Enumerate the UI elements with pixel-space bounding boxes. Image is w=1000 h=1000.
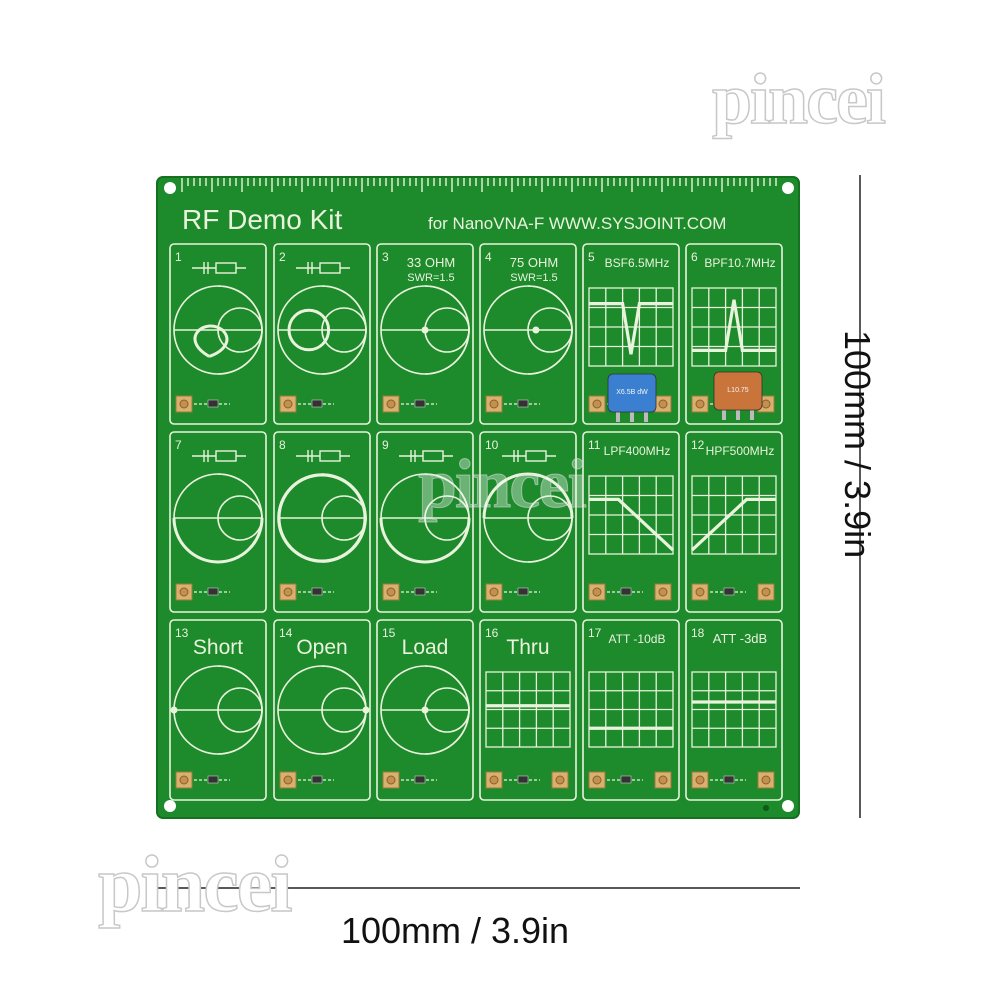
- cell-number: 12: [691, 438, 705, 452]
- mount-hole-bl: [164, 800, 176, 812]
- ceramic-filter-blue: X6.5B dW: [607, 373, 657, 422]
- cell-sublabel: SWR=1.5: [407, 272, 454, 284]
- cell-label: 75 OHM: [510, 255, 558, 270]
- cell-number: 2: [279, 250, 286, 264]
- cell-number: 18: [691, 626, 705, 640]
- cell-number: 6: [691, 250, 698, 264]
- cell-label: Open: [296, 636, 347, 659]
- cell-3: 3 33 OHM SWR=1.5: [376, 243, 474, 425]
- cell-number: 14: [279, 626, 293, 640]
- cell-label: HPF500MHz: [706, 444, 775, 458]
- cell-2: 2: [273, 243, 371, 425]
- cell-number: 17: [588, 626, 602, 640]
- mount-hole-tl: [164, 182, 176, 194]
- cell-8: 8: [273, 431, 371, 613]
- cell-label: ATT -3dB: [713, 631, 767, 646]
- cell-sublabel: SWR=1.5: [510, 272, 557, 284]
- pcb-substrate: [157, 177, 799, 818]
- cell-number: 13: [175, 626, 189, 640]
- cell-9: 9: [376, 431, 474, 613]
- component-marking: L10.75: [727, 387, 749, 394]
- cell-number: 4: [485, 250, 492, 264]
- cell-1: 1: [169, 243, 267, 425]
- cell-label: BPF10.7MHz: [704, 256, 775, 270]
- ceramic-filter-orange: L10.75: [713, 371, 763, 420]
- ruler-ticks: [181, 178, 777, 192]
- cell-18: 18 ATT -3dB: [685, 619, 783, 801]
- watermark-bottom: pincei: [97, 840, 293, 930]
- cell-4: 4 75 OHM SWR=1.5: [479, 243, 577, 425]
- cell-label: Thru: [506, 636, 549, 659]
- watermark-center: pincei: [418, 446, 588, 524]
- cell-10: 10: [479, 431, 577, 613]
- cell-number: 11: [588, 438, 601, 452]
- cell-number: 16: [485, 626, 499, 640]
- cell-7: 7: [169, 431, 267, 613]
- cell-number: 7: [175, 438, 182, 452]
- cell-label: Short: [193, 636, 243, 659]
- cell-number: 1: [175, 250, 182, 264]
- watermark-top: pincei: [711, 58, 887, 140]
- width-dimension-label: 100mm / 3.9in: [340, 910, 570, 951]
- cell-number: 8: [279, 438, 286, 452]
- cell-number: 10: [485, 438, 499, 452]
- cell-label: LPF400MHz: [604, 444, 671, 458]
- cell-number: 9: [382, 438, 389, 452]
- cell-label: Load: [402, 636, 449, 659]
- component-marking: X6.5B dW: [616, 389, 648, 396]
- cell-label: 33 OHM: [407, 255, 455, 270]
- cell-label: BSF6.5MHz: [605, 256, 670, 270]
- cell-17: 17 ATT -10dB: [582, 619, 680, 801]
- cell-label: ATT -10dB: [609, 632, 666, 646]
- board-title: RF Demo Kit: [182, 204, 342, 235]
- mount-hole-tr: [782, 182, 794, 194]
- mount-hole-br: [782, 800, 794, 812]
- board-subtitle: for NanoVNA-F WWW.SYSJOINT.COM: [428, 214, 726, 233]
- cell-number: 15: [382, 626, 396, 640]
- height-dimension-label: 100mm / 3.9in: [837, 330, 878, 559]
- cell-number: 5: [588, 250, 595, 264]
- cell-number: 3: [382, 250, 389, 264]
